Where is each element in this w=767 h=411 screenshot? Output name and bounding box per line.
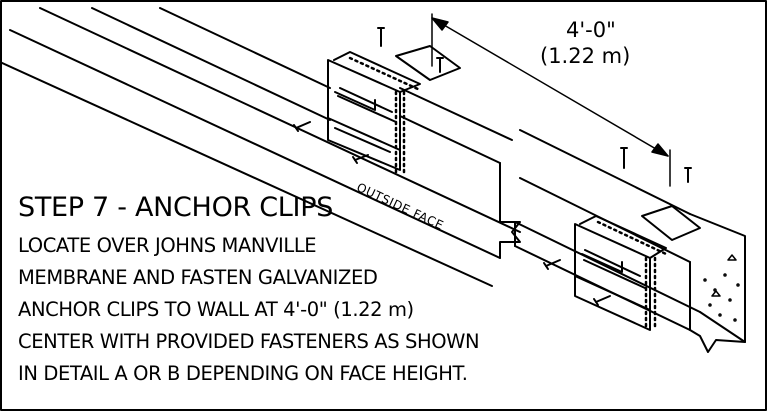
instruction-line: CENTER WITH PROVIDED FASTENERS AS SHOWN bbox=[18, 330, 480, 353]
instruction-line: LOCATE OVER JOHNS MANVILLE bbox=[18, 234, 317, 257]
screw-icon bbox=[436, 57, 444, 73]
anchor-clip-left bbox=[327, 45, 461, 177]
dimension-imperial-label: 4'-0" bbox=[566, 18, 616, 42]
screw-icon bbox=[293, 121, 311, 132]
screw-icon bbox=[620, 147, 628, 169]
step-title: STEP 7 - ANCHOR CLIPS bbox=[18, 192, 334, 223]
screw-icon bbox=[593, 295, 611, 306]
screw-icon bbox=[684, 167, 692, 183]
screw-icon bbox=[543, 259, 561, 270]
anchor-clip-right bbox=[574, 205, 701, 332]
instruction-line: MEMBRANE AND FASTEN GALVANIZED bbox=[18, 266, 378, 289]
instruction-line: IN DETAIL A OR B DEPENDING ON FACE HEIGH… bbox=[18, 362, 468, 385]
screw-icon bbox=[377, 27, 385, 47]
dimension-metric-label: (1.22 m) bbox=[540, 44, 631, 68]
parapet-wall-left bbox=[0, 7, 521, 287]
dimension-line bbox=[431, 13, 671, 187]
fasteners bbox=[293, 27, 692, 306]
parapet-wall-right bbox=[514, 129, 746, 353]
concrete-texture bbox=[703, 254, 740, 322]
instruction-line: ANCHOR CLIPS TO WALL AT 4'-0" (1.22 m) bbox=[18, 298, 414, 321]
screw-icon bbox=[352, 154, 369, 164]
